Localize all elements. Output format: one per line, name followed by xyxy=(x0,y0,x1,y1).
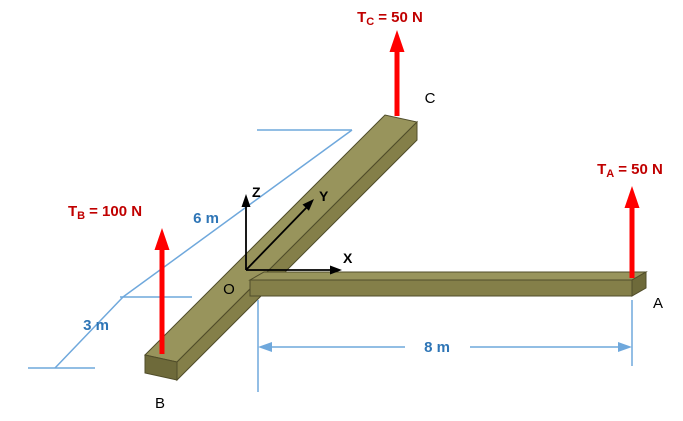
force-arrowhead-tb xyxy=(154,228,170,250)
dim-arrowhead-right xyxy=(618,342,632,352)
beam-oa-end-face-a xyxy=(631,271,647,297)
z-axis-label: Z xyxy=(252,184,261,200)
force-ta-subscript: A xyxy=(606,168,614,180)
beam-oa-top-face xyxy=(248,271,648,281)
y-axis-arrowhead xyxy=(302,199,314,211)
z-axis-arrowhead xyxy=(241,194,251,207)
force-tb-value: = 100 N xyxy=(89,203,142,220)
dimension-lines: 6 m 3 m 8 m xyxy=(28,129,633,392)
force-tc-subscript: C xyxy=(366,16,374,28)
dim-arrowhead-left xyxy=(258,342,272,352)
y-axis-label: Y xyxy=(319,188,329,204)
dim-line-3m xyxy=(54,296,124,369)
force-arrows: TC= 50 N TB= 100 N TA= 50 N xyxy=(68,9,663,354)
force-arrowhead-tc xyxy=(389,30,405,52)
force-arrowhead-ta xyxy=(624,186,640,208)
coordinate-axes: Z Y X xyxy=(241,184,353,275)
force-label-ta: TA = 50 N xyxy=(597,161,663,180)
point-label-b: B xyxy=(155,395,165,412)
beam-bc-top-face xyxy=(143,114,419,363)
force-tb-symbol: T xyxy=(68,203,77,220)
x-axis-arrowhead xyxy=(330,265,342,275)
force-tc-symbol: T xyxy=(357,9,366,26)
point-label-o: O xyxy=(223,281,235,298)
y-axis-line xyxy=(245,206,308,271)
force-ta-value: = 50 N xyxy=(618,161,663,178)
point-label-a: A xyxy=(653,295,663,312)
point-label-c: C xyxy=(425,90,436,107)
force-tc-value: = 50 N xyxy=(378,9,423,26)
point-labels: C A B O xyxy=(155,90,663,412)
force-label-tc: TC = 50 N xyxy=(357,9,423,28)
x-axis-label: X xyxy=(343,250,353,266)
beam-bc-end-face-b xyxy=(144,354,178,381)
force-ta-symbol: T xyxy=(597,161,606,178)
dim-label-6m: 6 m xyxy=(193,210,219,227)
force-tb-subscript: B xyxy=(77,210,85,222)
beam-diagonal-bc xyxy=(143,114,419,382)
beam-horizontal-oa xyxy=(248,271,648,297)
beam-oa-front-face xyxy=(249,279,633,297)
dim-label-3m: 3 m xyxy=(83,317,109,334)
beam-bc-front-face xyxy=(176,120,418,382)
force-label-tb: TB = 100 N xyxy=(68,203,142,222)
dim-label-8m: 8 m xyxy=(424,339,450,356)
